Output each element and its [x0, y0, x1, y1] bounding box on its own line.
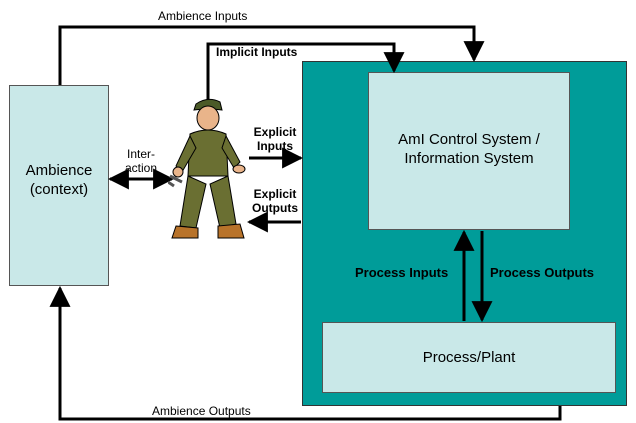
control-system-box: [368, 72, 570, 230]
process-inputs-label: Process Inputs: [355, 265, 449, 280]
implicit-inputs-arrow: [206, 42, 405, 102]
explicit-outputs-label-2: Outputs: [252, 201, 298, 215]
ambience-label-1: Ambience: [25, 162, 93, 179]
interaction-label-2: action: [124, 161, 158, 175]
control-system-label-2: Information System: [404, 150, 534, 167]
process-plant-box: [322, 322, 616, 393]
worker-figure: [168, 98, 246, 239]
ambience-outputs-label: Ambience Outputs: [152, 404, 251, 418]
ambience-box: [9, 85, 109, 286]
process-outputs-label: Process Outputs: [490, 265, 595, 280]
ambience-inputs-label: Ambience Inputs: [158, 9, 248, 23]
implicit-inputs-label: Implicit Inputs: [216, 45, 298, 59]
control-system-label-1: AmI Control System /: [398, 131, 540, 148]
explicit-outputs-label-1: Explicit: [253, 187, 297, 201]
process-plant-label: Process/Plant: [422, 349, 516, 366]
explicit-inputs-label-2: Inputs: [257, 139, 293, 153]
ambience-label-2: (context): [29, 181, 89, 198]
interaction-label-1: Inter-: [126, 147, 155, 161]
explicit-inputs-label-1: Explicit: [253, 125, 297, 139]
ambience-outputs-arrow: [49, 285, 562, 421]
ambience-inputs-arrow: [58, 25, 485, 85]
